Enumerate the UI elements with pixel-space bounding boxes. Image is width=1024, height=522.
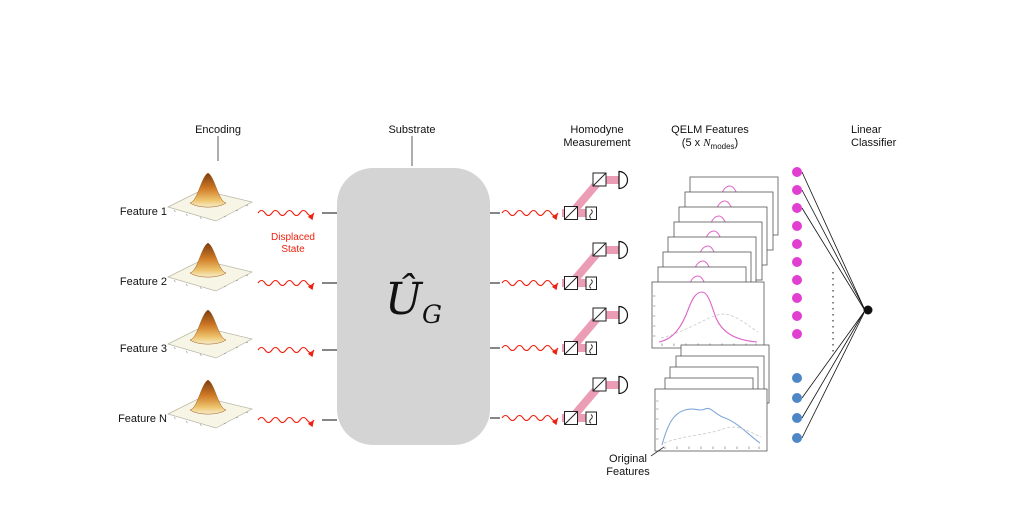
wave-arrow — [501, 414, 559, 426]
encoding-label: Encoding — [195, 124, 241, 136]
linear-classifier-label: Linear Classifier — [851, 124, 897, 149]
original-feature-nodes — [792, 373, 802, 443]
surface-plot-feature-n — [167, 379, 253, 429]
unitary-operator-symbol: Û — [384, 274, 423, 325]
qelm-front-plot — [651, 281, 765, 349]
qelm-node — [792, 203, 802, 213]
displaced-state-waves-left — [257, 209, 315, 428]
qelm-node — [792, 167, 802, 177]
wave-arrow — [501, 279, 559, 291]
homodyne-label: Homodyne Measurement — [563, 124, 631, 149]
qelm-node — [792, 329, 802, 339]
classifier-output-node — [863, 305, 873, 315]
original-node — [792, 373, 802, 383]
homodyne-unit-3 — [562, 307, 627, 355]
label-connector-lines — [217, 136, 413, 166]
surface-plot-feature-2 — [167, 242, 253, 292]
surface-plot-feature-3 — [167, 309, 253, 359]
wave-arrow — [257, 279, 315, 291]
feature-1-label: Feature 1 — [119, 206, 167, 218]
displaced-state-label: Displaced State — [271, 232, 315, 255]
wave-arrow — [257, 416, 315, 428]
wave-arrow — [257, 209, 315, 221]
unitary-operator-subscript: G — [422, 300, 443, 329]
original-feature-stack — [654, 344, 770, 452]
displaced-state-waves-right — [501, 209, 559, 426]
qelm-node — [792, 275, 802, 285]
qelm-node — [792, 185, 802, 195]
qelm-node — [792, 293, 802, 303]
feature-n-label: Feature N — [118, 413, 167, 425]
qelm-node — [792, 239, 802, 249]
wave-arrow — [257, 346, 315, 358]
homodyne-unit-1 — [562, 172, 627, 220]
original-node — [792, 413, 802, 423]
encoding-plots — [167, 172, 253, 429]
feature-2-label: Feature 2 — [119, 276, 167, 288]
homodyne-unit-4 — [562, 377, 627, 425]
qelm-feature-nodes — [792, 167, 802, 339]
n-modes-variable: N — [703, 137, 711, 149]
wave-arrow — [501, 344, 559, 356]
surface-plot-feature-1 — [167, 172, 253, 222]
feature-3-label: Feature 3 — [119, 343, 167, 355]
qelm-feature-stack — [651, 176, 779, 349]
original-front-plot-details — [656, 400, 762, 449]
original-front-plot — [654, 388, 768, 452]
original-features-leader-line — [650, 446, 665, 457]
qelm-node — [792, 257, 802, 267]
substrate-output-stubs — [490, 212, 500, 419]
original-node — [792, 393, 802, 403]
classifier-connections — [801, 171, 865, 439]
original-features-label: Original Features — [606, 453, 650, 478]
substrate-box — [337, 168, 490, 445]
qelm-node — [792, 311, 802, 321]
qelm-node — [792, 221, 802, 231]
substrate-input-stubs — [322, 212, 337, 421]
homodyne-units — [562, 172, 627, 425]
wave-arrow — [501, 209, 559, 221]
homodyne-unit-2 — [562, 242, 627, 290]
substrate-label: Substrate — [388, 124, 436, 136]
substrate-operator-label: ÛG — [337, 274, 490, 329]
original-node — [792, 433, 802, 443]
qelm-features-label: QELM Features (5 x Nmodes) — [671, 124, 749, 152]
